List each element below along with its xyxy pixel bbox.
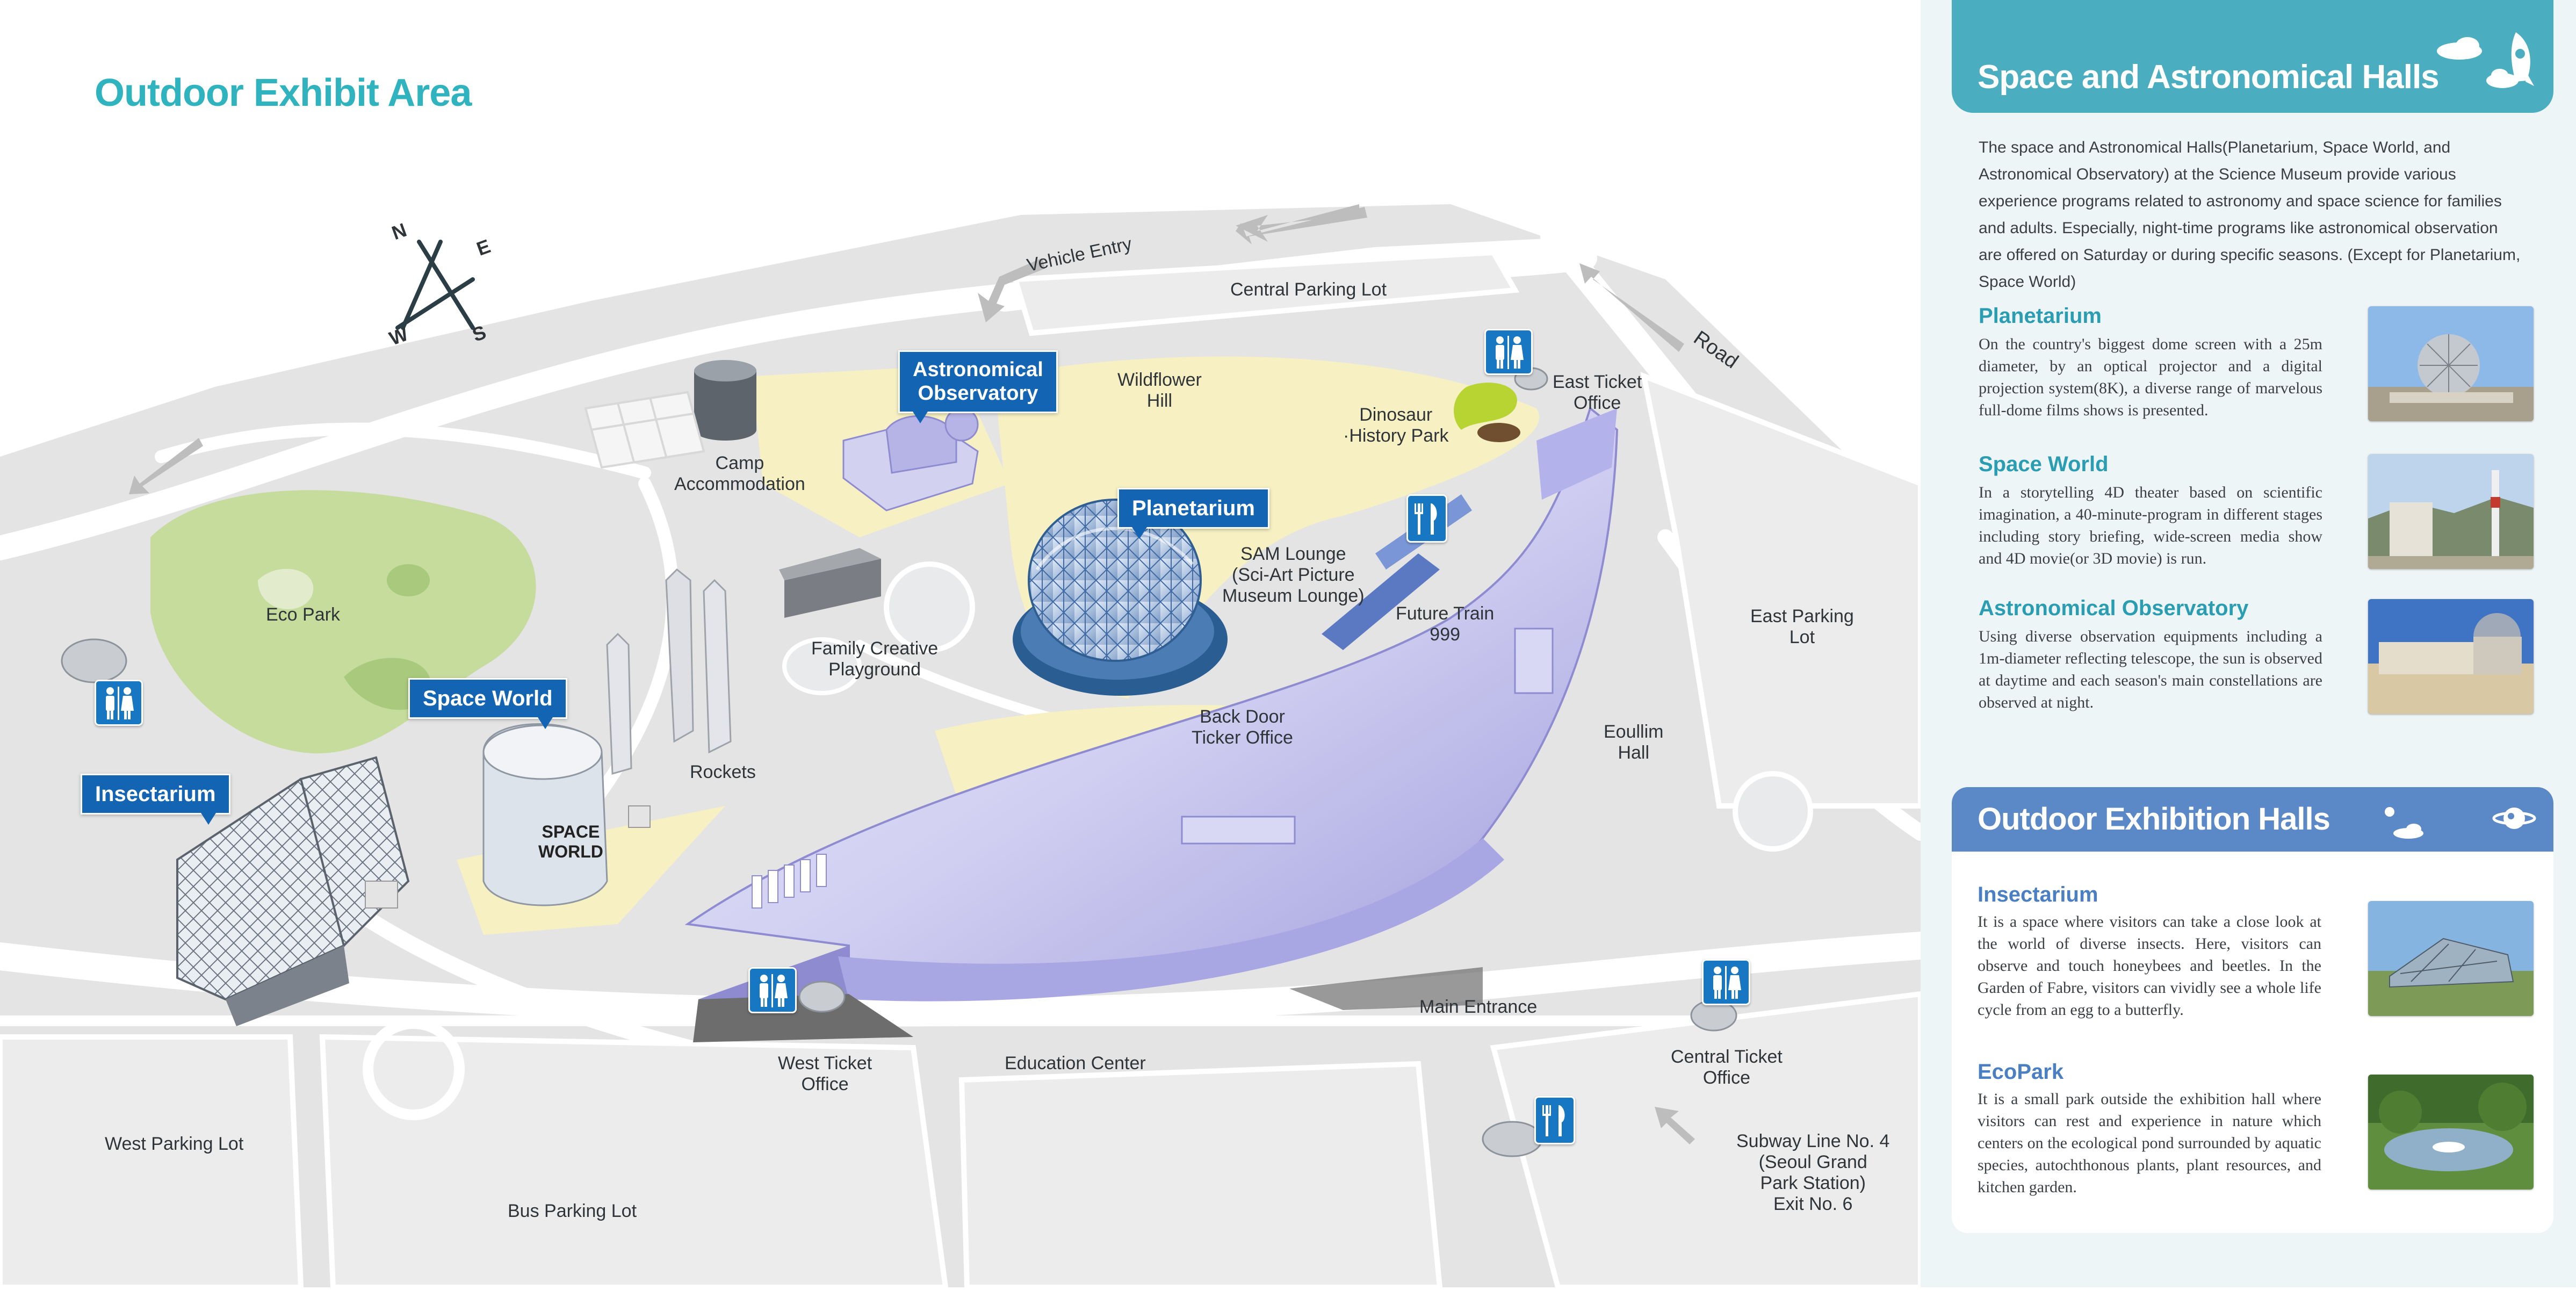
item-title-insectarium: Insectarium	[1978, 883, 2098, 906]
label-family-playground: Family Creative Playground	[811, 638, 939, 680]
panel-title: Outdoor Exhibition Halls	[1978, 802, 2330, 837]
section-intro: The space and Astronomical Halls(Planeta…	[1979, 139, 2521, 291]
label-eoullim-hall: Eoullim Hall	[1604, 722, 1664, 763]
label-east-parking: East Parking Lot	[1750, 606, 1854, 648]
item-desc-ecopark: It is a small park outside the exhibitio…	[1978, 1090, 2321, 1196]
item-desc-astronomical-observatory: Using diverse observation equipments inc…	[1979, 628, 2322, 711]
label-west-parking: West Parking Lot	[105, 1134, 244, 1154]
outdoor-exhibition-panel: Outdoor Exhibition Halls Insectarium It …	[1952, 787, 2553, 1233]
compass-icon	[395, 240, 475, 330]
ecopark-photo	[2368, 1075, 2534, 1190]
item-title-space-world: Space World	[1979, 452, 2109, 476]
sidebar: Space and Astronomical Halls The space a…	[1921, 0, 2576, 1287]
item-desc-space-world: In a storytelling 4D theater based on sc…	[1979, 484, 2322, 567]
map-graphic	[0, 204, 1921, 1287]
label-central-parking: Central Parking Lot	[1230, 279, 1387, 300]
label-main-entrance: Main Entrance	[1419, 997, 1538, 1017]
label-wildflower-hill: Wildflower Hill	[1117, 370, 1202, 412]
label-space-world-building: SPACE WORLD	[538, 822, 603, 861]
label-rockets: Rockets	[690, 762, 756, 782]
observatory-photo	[2368, 599, 2534, 714]
insectarium-photo	[2368, 901, 2534, 1016]
planetarium-photo	[2368, 306, 2534, 421]
item-title-astronomical-observatory: Astronomical Observatory	[1979, 596, 2249, 620]
label-dinosaur-park: Dinosaur ·History Park	[1343, 405, 1449, 446]
label-camp: Camp Accommodation	[674, 453, 805, 495]
item-desc-planetarium: On the country's biggest dome screen wit…	[1979, 335, 2322, 419]
panel-header: Outdoor Exhibition Halls	[1952, 787, 2553, 852]
label-bus-parking: Bus Parking Lot	[508, 1201, 637, 1221]
label-central-ticket: Central Ticket Office	[1671, 1047, 1783, 1089]
restroom-icon	[748, 967, 797, 1013]
restaurant-icon	[1534, 1096, 1575, 1144]
label-future-train: Future Train 999	[1396, 603, 1495, 645]
callout-space-world[interactable]: Space World	[408, 678, 567, 729]
restaurant-icon	[1406, 494, 1447, 543]
panel-header: Space and Astronomical Halls	[1952, 0, 2553, 113]
space-astronomical-panel: Space and Astronomical Halls The space a…	[1952, 0, 2553, 747]
item-desc-insectarium: It is a space where visitors can take a …	[1978, 913, 2321, 1019]
restroom-icon	[95, 680, 143, 726]
callout-planetarium[interactable]: Planetarium	[1117, 488, 1269, 539]
item-title-planetarium: Planetarium	[1979, 304, 2102, 328]
label-sam-lounge: SAM Lounge (Sci-Art Picture Museum Loung…	[1222, 544, 1365, 607]
panel-title: Space and Astronomical Halls	[1978, 59, 2440, 96]
callout-insectarium[interactable]: Insectarium	[81, 774, 230, 825]
label-eco-park: Eco Park	[266, 604, 340, 625]
space-world-photo	[2368, 454, 2534, 569]
item-title-ecopark: EcoPark	[1978, 1060, 2064, 1084]
map-title: Outdoor Exhibit Area	[95, 71, 472, 114]
label-west-ticket: West Ticket Office	[778, 1053, 872, 1095]
outdoor-exhibit-map: Outdoor Exhibit Area N E S W Vehicle Ent…	[0, 71, 1921, 1287]
rocket-icon	[2437, 32, 2534, 88]
restroom-icon	[1484, 329, 1533, 375]
planet-icon	[2385, 807, 2536, 839]
label-east-ticket: East Ticket Office	[1553, 372, 1642, 414]
label-subway: Subway Line No. 4 (Seoul Grand Park Stat…	[1736, 1131, 1890, 1215]
label-back-door-ticket: Back Door Ticker Office	[1192, 707, 1293, 748]
callout-astronomical-observatory[interactable]: Astronomical Observatory	[898, 350, 1058, 424]
label-education-center: Education Center	[1005, 1053, 1146, 1073]
restroom-icon	[1702, 959, 1750, 1005]
